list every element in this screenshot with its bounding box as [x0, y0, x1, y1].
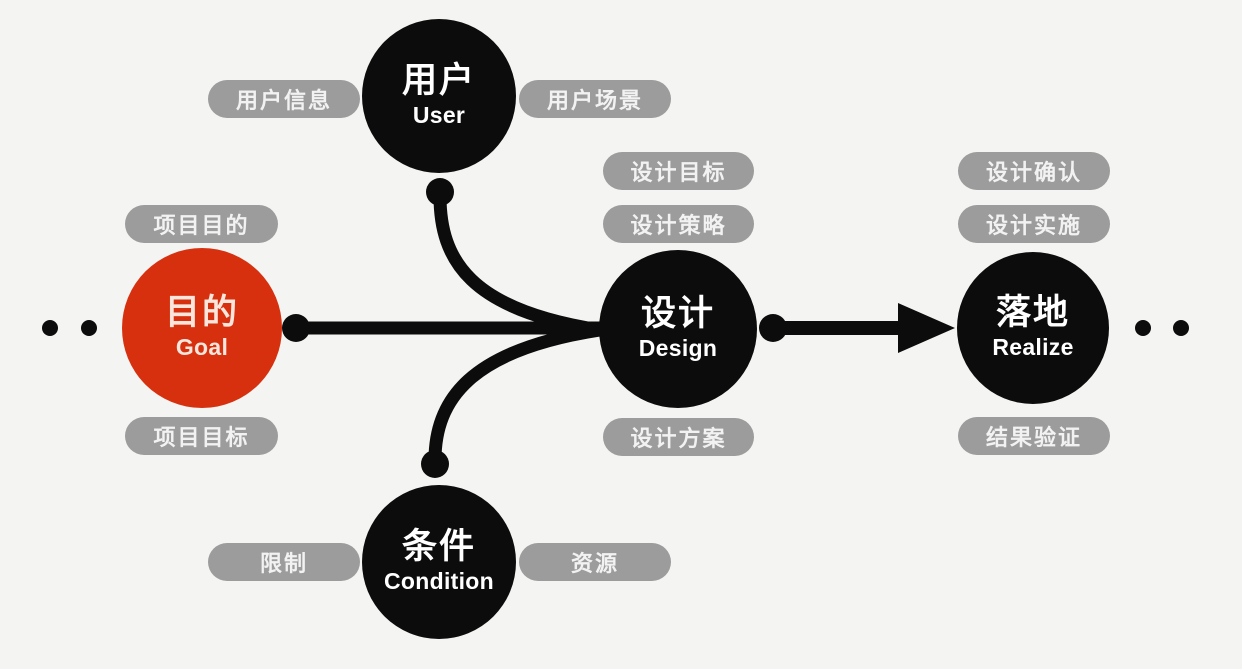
pill-label: 限制	[259, 551, 308, 576]
pill-goal-bottom[interactable]: 项目目标	[125, 417, 278, 455]
node-goal-en: Goal	[175, 333, 229, 360]
ellipsis-dot-left-1	[42, 320, 58, 336]
ellipsis-dot-right-1	[1135, 320, 1151, 336]
pill-condition-right[interactable]: 资源	[519, 543, 671, 581]
node-design[interactable]: 设计 Design	[599, 250, 757, 408]
node-user-cn: 用户	[401, 60, 476, 100]
connector-dot-user	[426, 178, 454, 206]
pill-label: 设计策略	[630, 213, 727, 238]
node-condition[interactable]: 条件 Condition	[362, 485, 516, 639]
pill-realize-top-1[interactable]: 设计确认	[958, 152, 1110, 190]
pill-design-top-2[interactable]: 设计策略	[603, 205, 754, 243]
pill-goal-top[interactable]: 项目目的	[125, 205, 278, 243]
edge-condition-to-design	[428, 323, 607, 467]
ellipsis-dot-left-2	[81, 320, 97, 336]
connector-dot-condition	[421, 450, 449, 478]
node-realize-en: Realize	[992, 333, 1074, 360]
node-design-en: Design	[638, 334, 718, 361]
node-condition-cn: 条件	[401, 526, 476, 566]
pill-label: 项目目标	[153, 425, 250, 450]
node-goal-cn: 目的	[164, 292, 239, 332]
edge-user-to-design	[433, 189, 607, 337]
node-realize-cn: 落地	[995, 292, 1070, 332]
pill-realize-top-2[interactable]: 设计实施	[958, 205, 1110, 243]
node-goal[interactable]: 目的 Goal	[122, 248, 282, 408]
node-design-cn: 设计	[640, 293, 715, 333]
ellipsis-dot-right-2	[1173, 320, 1189, 336]
pill-design-top-1[interactable]: 设计目标	[603, 152, 754, 190]
pill-label: 设计方案	[630, 426, 727, 451]
pill-label: 设计目标	[630, 160, 727, 185]
pill-label: 设计实施	[985, 213, 1082, 238]
pill-label: 资源	[570, 551, 619, 576]
connector-dot-design	[759, 314, 787, 342]
pill-label: 用户信息	[235, 88, 332, 113]
pill-user-left[interactable]: 用户信息	[208, 80, 360, 118]
pill-user-right[interactable]: 用户场景	[519, 80, 671, 118]
arrowhead-icon	[898, 303, 955, 353]
pill-design-bottom[interactable]: 设计方案	[603, 418, 754, 456]
pill-condition-left[interactable]: 限制	[208, 543, 360, 581]
node-realize[interactable]: 落地 Realize	[957, 252, 1109, 404]
node-user[interactable]: 用户 User	[362, 19, 516, 173]
pill-label: 结果验证	[985, 425, 1082, 450]
node-user-en: User	[412, 101, 466, 128]
pill-label: 用户场景	[546, 88, 643, 113]
pill-label: 设计确认	[985, 160, 1082, 185]
connector-dot-goal	[282, 314, 310, 342]
node-condition-en: Condition	[384, 567, 494, 594]
pill-realize-bottom[interactable]: 结果验证	[958, 417, 1110, 455]
pill-label: 项目目的	[153, 213, 250, 238]
